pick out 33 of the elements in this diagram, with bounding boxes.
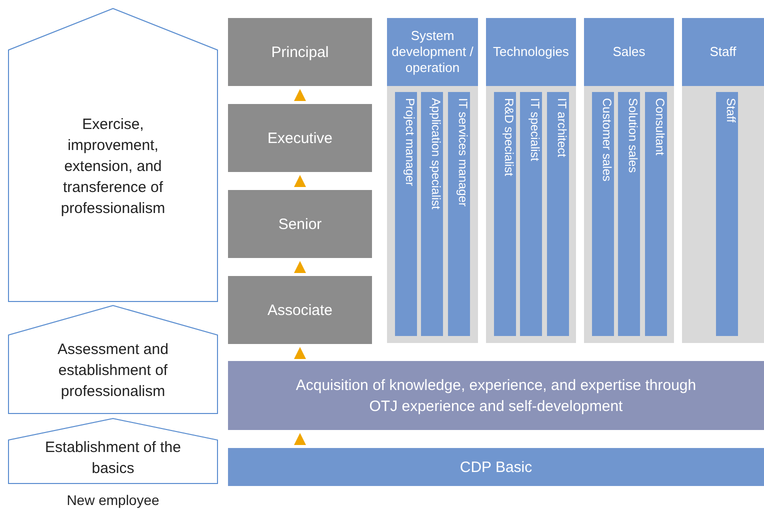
column-header: Sales <box>584 18 674 86</box>
role-bar: Consultant <box>645 92 667 336</box>
arrow <box>294 261 306 273</box>
arrow <box>294 175 306 187</box>
role-bar: R&D specialist <box>494 92 516 336</box>
column-panel <box>387 18 478 343</box>
arrow <box>294 433 306 445</box>
level-box: Associate <box>228 276 372 344</box>
level-box: Senior <box>228 190 372 258</box>
role-bar: IT architect <box>547 92 569 336</box>
arrow <box>294 347 306 359</box>
role-bar: Staff <box>716 92 738 336</box>
column-panel <box>682 18 764 343</box>
role-bar: Application specialist <box>421 92 443 336</box>
stage-band: CDP Basic <box>228 448 764 486</box>
role-bar: IT specialist <box>520 92 542 336</box>
column-header: Technologies <box>486 18 576 86</box>
stage-text: Assessment and establishment of professionalism <box>56 340 170 402</box>
arrow <box>294 89 306 101</box>
stage-band: Acquisition of knowledge, experience, and expertise through OTJ experience and self-development <box>228 361 764 430</box>
column-panel <box>486 18 576 343</box>
caption-text: New employee <box>66 492 160 508</box>
role-bar: Customer sales <box>592 92 614 336</box>
column-header: Staff <box>682 18 764 86</box>
column-header: System development / operation <box>387 18 478 86</box>
level-box: Principal <box>228 18 372 86</box>
stage-text: Exercise, improvement, extension, and transference of professionalism <box>60 114 166 218</box>
level-box: Executive <box>228 104 372 172</box>
column-panel <box>584 18 674 343</box>
role-bar: Project manager <box>395 92 417 336</box>
role-bar: IT services manager <box>448 92 470 336</box>
stage-text: Establishment of the basics <box>44 438 182 479</box>
role-bar: Solution sales <box>618 92 640 336</box>
